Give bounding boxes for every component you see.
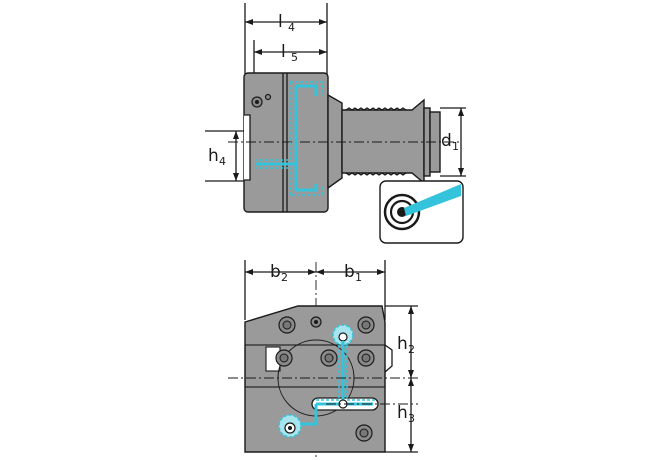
h4-label: h bbox=[208, 146, 219, 166]
dimension-h4: h 4 bbox=[205, 130, 244, 182]
dimension-b1: b 1 bbox=[316, 260, 386, 320]
side-view: l 4 l 5 bbox=[205, 3, 466, 244]
h4-sub: 4 bbox=[219, 155, 226, 168]
bolt-holes bbox=[275, 316, 375, 442]
l4-sub: 4 bbox=[288, 21, 295, 34]
threaded-shank bbox=[327, 93, 441, 190]
b1-sub: 1 bbox=[355, 271, 362, 284]
l5-sub: 5 bbox=[291, 51, 298, 64]
h3-sub: 3 bbox=[408, 412, 415, 425]
coolant-channel-side bbox=[255, 81, 323, 196]
d1-label: d bbox=[441, 131, 452, 151]
d1-sub: 1 bbox=[452, 140, 459, 153]
h3-label: h bbox=[397, 403, 408, 423]
l4-label: l bbox=[278, 12, 283, 32]
front-view: b 2 b 1 bbox=[228, 260, 418, 460]
dimension-l4: l 4 bbox=[244, 3, 328, 75]
dimension-h3: h 3 bbox=[385, 378, 418, 453]
l5-label: l bbox=[281, 42, 286, 62]
dimension-d1: d 1 bbox=[440, 107, 466, 177]
dimension-l5: l 5 bbox=[253, 40, 327, 75]
h2-sub: 2 bbox=[408, 343, 415, 356]
front-body bbox=[244, 305, 386, 453]
h2-label: h bbox=[397, 334, 408, 354]
dimension-b2: b 2 bbox=[244, 260, 316, 320]
dimension-h2: h 2 bbox=[385, 305, 418, 378]
b2-label: b bbox=[270, 262, 281, 282]
internal-coolant-icon bbox=[379, 180, 464, 244]
b1-label: b bbox=[344, 262, 355, 282]
b2-sub: 2 bbox=[281, 271, 288, 284]
